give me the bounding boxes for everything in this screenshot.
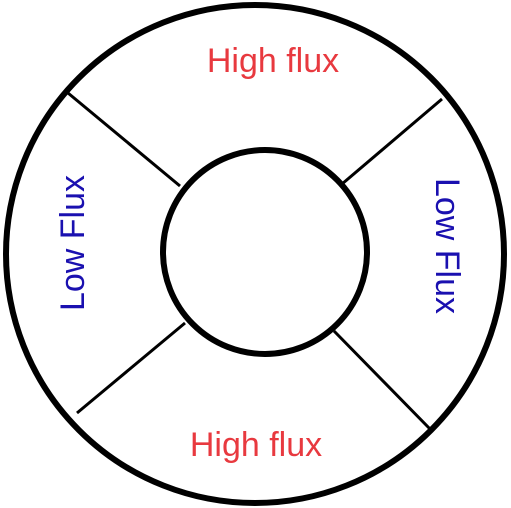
- label-top-high-flux: High flux: [207, 42, 339, 80]
- inner-circle: [160, 147, 370, 357]
- divider-bottom-right: [332, 329, 433, 432]
- divider-top-right: [341, 97, 443, 186]
- outer-circle: [3, 2, 507, 506]
- label-right-low-flux: Low Flux: [428, 178, 466, 314]
- divider-top-left: [67, 91, 181, 188]
- divider-bottom-left: [76, 321, 186, 415]
- label-left-low-flux: Low Flux: [54, 175, 92, 311]
- label-bottom-high-flux: High flux: [190, 426, 322, 464]
